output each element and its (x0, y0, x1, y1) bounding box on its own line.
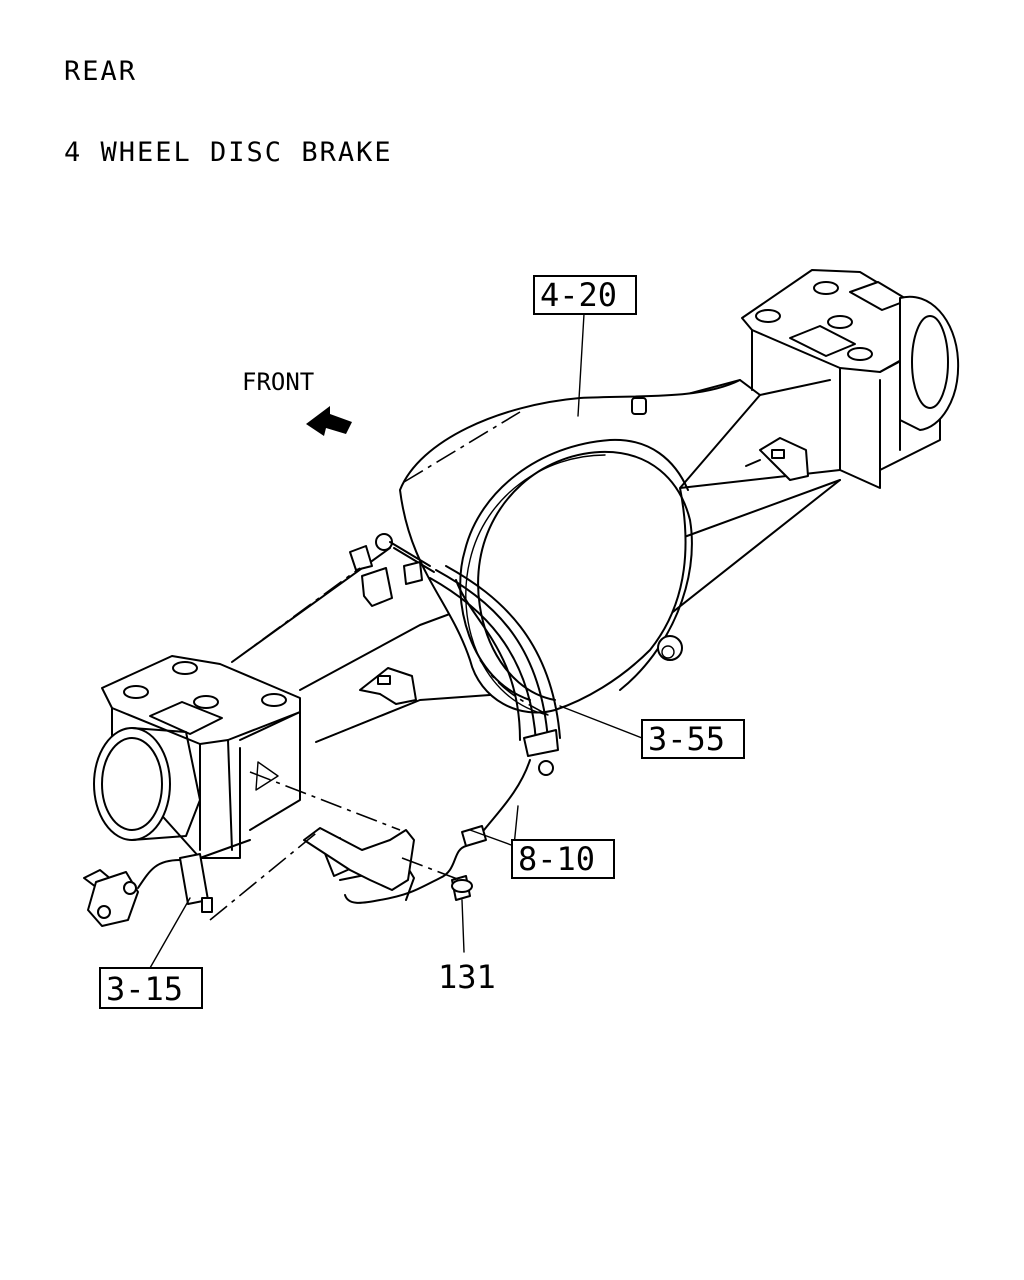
callout-3-15-label: 3-15 (106, 970, 183, 1008)
title-line-2: 4 WHEEL DISC BRAKE (64, 137, 393, 168)
callout-3-15[interactable]: 3-15 (99, 967, 203, 1009)
brake-hose (349, 533, 561, 776)
callout-131-label: 131 (438, 958, 496, 996)
bolt-131 (451, 875, 473, 901)
title-line-1: REAR (64, 56, 138, 87)
arrow-front-icon (306, 406, 352, 436)
leader-lines (149, 313, 643, 969)
callout-131[interactable]: 131 (438, 958, 496, 996)
axle-housing (93, 269, 960, 859)
callout-3-55[interactable]: 3-55 (641, 719, 745, 759)
abs-sensor (83, 853, 213, 927)
callout-3-55-label: 3-55 (648, 720, 725, 758)
center-lines (209, 411, 549, 921)
sensor-cable (303, 759, 531, 904)
front-label: FRONT (242, 368, 314, 396)
callout-8-10[interactable]: 8-10 (511, 839, 615, 879)
callout-8-10-label: 8-10 (518, 840, 595, 878)
diagram-title: REAR 4 WHEEL DISC BRAKE (64, 4, 393, 193)
callout-4-20[interactable]: 4-20 (533, 275, 637, 315)
callout-4-20-label: 4-20 (540, 276, 617, 314)
